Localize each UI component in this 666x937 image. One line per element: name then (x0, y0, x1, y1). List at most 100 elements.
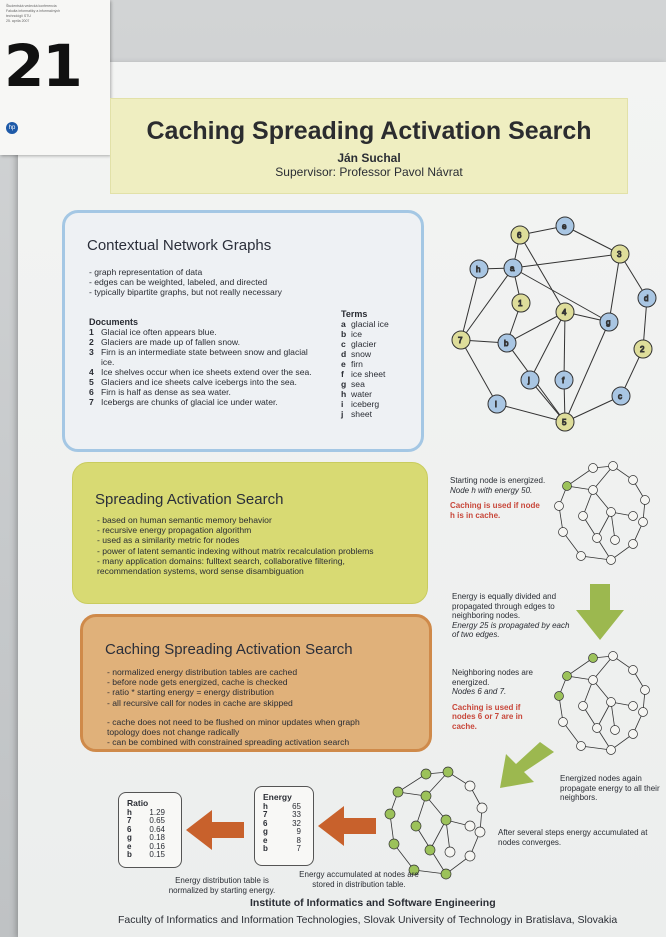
svg-text:6: 6 (517, 231, 522, 240)
energy-table-caption: Energy accumulated at nodes are stored i… (299, 870, 419, 889)
svg-text:4: 4 (562, 308, 567, 317)
svg-text:b: b (504, 339, 509, 348)
svg-text:d: d (644, 294, 648, 303)
bullet-item: - typically bipartite graphs, but not re… (89, 287, 282, 298)
left-arrow-icon (318, 806, 376, 846)
svg-text:a: a (510, 264, 515, 273)
bullet-item: - graph representation of data (89, 267, 203, 277)
step5-caption: After several steps energy accumulated a… (498, 828, 648, 847)
svg-text:7: 7 (458, 336, 463, 345)
svg-text:2: 2 (640, 345, 645, 354)
step1-graph (554, 461, 650, 565)
terms-heading: Terms (341, 309, 368, 319)
svg-text:i: i (495, 400, 497, 409)
poster-number-tag: Študentská vedecká konferencia Fakulta i… (0, 0, 110, 155)
bullet-item: - edges can be weighted, labeled, and di… (89, 277, 268, 288)
svg-text:f: f (562, 376, 565, 385)
ratio-table-caption: Energy distribution table is normalized … (168, 876, 276, 895)
diagonal-arrow-icon (500, 742, 554, 788)
footer-faculty: Faculty of Informatics and Information T… (118, 914, 618, 926)
step3-graph (554, 651, 650, 755)
spreading-activation-panel: Spreading Activation Search - based on h… (72, 462, 428, 604)
contextual-heading: Contextual Network Graphs (87, 237, 272, 254)
author-name: Ján Suchal (337, 151, 401, 165)
svg-text:c: c (618, 392, 622, 401)
bullet-item: - all recursive call for nodes in cache … (107, 697, 293, 708)
contextual-network-graph: 6 e 3 h a d 1 4 g 7 b 2 j f c i 5 (451, 216, 657, 432)
svg-text:j: j (527, 376, 530, 385)
svg-text:1: 1 (518, 299, 523, 308)
left-arrow-icon (186, 810, 244, 850)
contextual-bullets: - graph representation of data - edges c… (89, 267, 282, 298)
energy-table-heading: Energy (263, 792, 292, 802)
bullet-item: - cache does not need to be flushed on m… (107, 717, 360, 727)
footer-institute: Institute of Informatics and Software En… (250, 897, 496, 909)
bullet-item: - before node gets energized, cache is c… (107, 677, 288, 688)
bullet-item: - based on human semantic memory behavio… (97, 515, 272, 525)
bullet-item: - normalized energy distribution tables … (107, 667, 298, 677)
svg-text:g: g (606, 318, 610, 327)
step3-caption: Neighboring nodes are energized. Nodes 6… (452, 668, 533, 731)
bullet-item: - recursive energy propagation algorithm (97, 525, 252, 536)
down-arrow-icon (576, 584, 624, 640)
bullet-item: - power of latent semantic indexing with… (97, 545, 374, 556)
supervisor-name: Supervisor: Professor Pavol Návrat (275, 165, 463, 179)
svg-text:h: h (476, 265, 480, 274)
spreading-heading: Spreading Activation Search (95, 491, 284, 508)
step1-caption: Starting node is energized. Node h with … (450, 476, 546, 520)
bullet-item: - used as a similarity metric for nodes (97, 535, 240, 546)
spreading-bullets: - based on human semantic memory behavio… (97, 515, 374, 576)
step4-caption: Energized nodes again propagate energy t… (560, 774, 660, 802)
bullet-item: recommendation systems, word sense disam… (97, 566, 304, 577)
caching-heading: Caching Spreading Activation Search (105, 641, 353, 658)
documents-heading: Documents (89, 317, 139, 327)
hp-logo-icon: hp (6, 122, 18, 134)
caching-spreading-panel: Caching Spreading Activation Search - no… (80, 614, 432, 752)
bullet-item: - ratio * starting energy = energy distr… (107, 687, 274, 698)
caching-bullets: - normalized energy distribution tables … (107, 667, 297, 708)
step4-graph (384, 766, 488, 880)
contextual-network-graphs-panel: Contextual Network Graphs - graph repres… (62, 210, 424, 452)
step2-caption: Energy is equally divided and propagated… (452, 592, 570, 639)
poster-title: Caching Spreading Activation Search (146, 117, 592, 145)
poster-header: Caching Spreading Activation Search Ján … (110, 98, 628, 194)
bullet-item: topology does not change radically (107, 727, 240, 738)
poster-number: 21 (4, 32, 83, 100)
svg-text:5: 5 (562, 418, 567, 427)
bullet-item: - can be combined with constrained sprea… (107, 737, 350, 748)
caching-bullets-secondary: - cache does not need to be flushed on m… (107, 717, 360, 748)
ratio-table-heading: Ratio (127, 798, 149, 808)
svg-text:3: 3 (617, 250, 622, 259)
tag-header-text: Študentská vedecká konferencia Fakulta i… (6, 4, 61, 23)
bullet-item: - many application domains: fulltext sea… (97, 555, 345, 566)
